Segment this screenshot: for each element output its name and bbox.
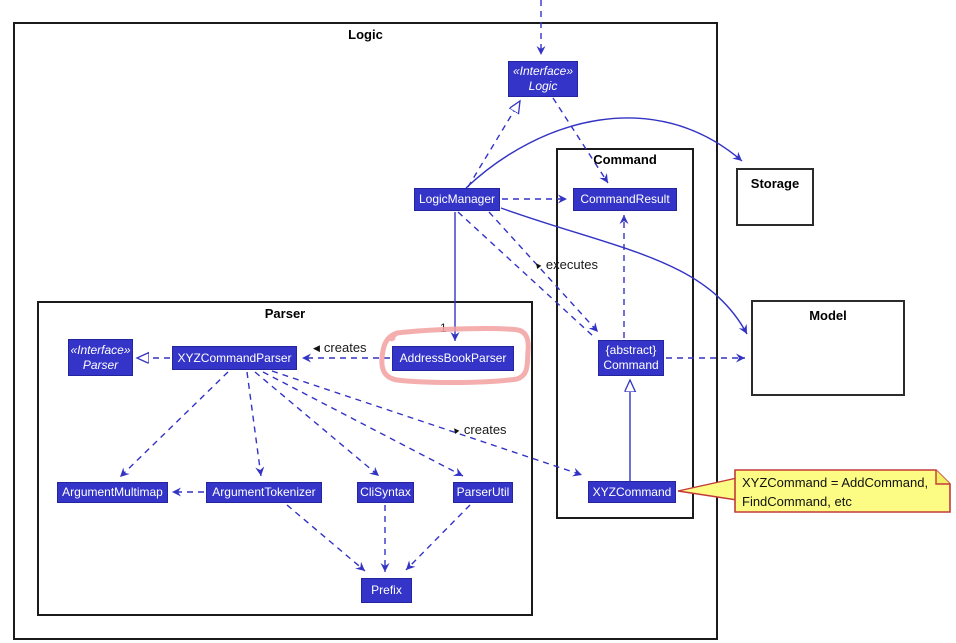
command-frame-title: Command (593, 152, 657, 167)
class-argumentmultimap: ArgumentMultimap (57, 482, 168, 503)
prefix-name: Prefix (371, 583, 402, 597)
parser-frame-title: Parser (264, 306, 306, 321)
abstract-command-modifier: {abstract} (605, 343, 657, 357)
executes-arrow-icon: ▲ (530, 258, 545, 272)
class-xyzcommandparser: XYZCommandParser (172, 346, 297, 370)
note-line-1: XYZCommand = AddCommand, (742, 475, 929, 490)
note-fold-corner (935, 470, 950, 485)
executes-text: executes (545, 257, 598, 272)
class-argumenttokenizer: ArgumentTokenizer (206, 482, 322, 503)
creates-command-text: creates (463, 422, 507, 437)
commandresult-name: CommandResult (580, 192, 670, 206)
executes-label: ▲executes (530, 257, 598, 272)
class-parser-interface: «Interface» Parser (68, 339, 133, 376)
parserutil-name: ParserUtil (456, 485, 510, 499)
logic-interface-name: Logic (528, 79, 558, 93)
xyzcommandparser-name: XYZCommandParser (177, 350, 292, 365)
clisyntax-name: CliSyntax (360, 485, 411, 499)
creates-parser-text: creates (323, 340, 367, 355)
class-xyzcommand: XYZCommand (588, 481, 676, 503)
creates-command-arrow-icon: ▲ (448, 423, 463, 437)
argumentmultimap-name: ArgumentMultimap (62, 485, 163, 499)
parser-interface-stereotype: «Interface» (70, 342, 131, 357)
storage-title: Storage (750, 176, 800, 191)
note-text: XYZCommand = AddCommand, FindCommand, et… (742, 473, 928, 511)
abstract-command-name: Command (603, 358, 659, 372)
model-title: Model (809, 308, 847, 323)
logicmanager-name: LogicManager (418, 192, 496, 206)
class-logic-interface: «Interface» Logic (508, 61, 578, 97)
storage-component-box: Storage (736, 168, 814, 226)
class-commandresult: CommandResult (573, 188, 677, 211)
class-logicmanager: LogicManager (414, 188, 500, 211)
creates-parser-label: ◀creates (313, 340, 367, 355)
multiplicity-one-label: 1 (440, 321, 447, 335)
class-abstract-command: {abstract} Command (598, 340, 664, 376)
argumenttokenizer-name: ArgumentTokenizer (212, 485, 316, 499)
parser-interface-name: Parser (82, 357, 119, 372)
class-parserutil: ParserUtil (453, 482, 513, 503)
creates-parser-arrow-icon: ◀ (313, 343, 320, 353)
class-clisyntax: CliSyntax (357, 482, 414, 503)
class-prefix: Prefix (361, 578, 412, 603)
addressbookparser-name: AddressBookParser (399, 351, 507, 365)
creates-command-label: ▲creates (448, 422, 507, 437)
xyzcommand-name: XYZCommand (592, 484, 672, 499)
logic-frame-title: Logic (348, 27, 383, 42)
model-component-box: Model (751, 300, 905, 396)
class-addressbookparser: AddressBookParser (392, 346, 514, 371)
logic-interface-stereotype: «Interface» (512, 64, 574, 78)
note-line-2: FindCommand, etc (742, 494, 852, 509)
